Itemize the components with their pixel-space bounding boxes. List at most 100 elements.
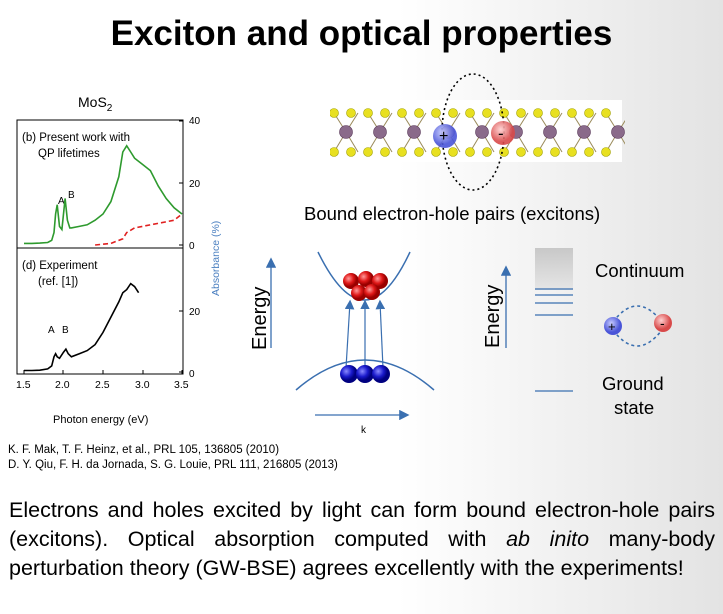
sulfur-atom [601, 108, 611, 118]
panel-d-label-2: (ref. [1]) [38, 276, 78, 288]
levels-electron [654, 314, 672, 332]
ytick-40: 40 [189, 116, 201, 127]
xtick-2-0: 2.0 [55, 379, 70, 391]
sulfur-atom [482, 108, 492, 118]
sulfur-atom [330, 147, 339, 157]
continuum-label: Continuum [595, 260, 684, 281]
sulfur-atom [533, 147, 543, 157]
xtick-1-5: 1.5 [16, 379, 31, 391]
sulfur-atom [499, 108, 509, 118]
sulfur-atom [499, 147, 509, 157]
ytick-0-bottom: 0 [189, 369, 195, 380]
electron-1 [343, 273, 359, 289]
series-line-panel1-2 [95, 213, 183, 246]
panel-b-label-2: QP lifetimes [38, 148, 100, 160]
sulfur-atom [431, 108, 441, 118]
sulfur-atom [516, 147, 526, 157]
xtick-3-5: 3.5 [174, 379, 189, 391]
sulfur-atom [482, 147, 492, 157]
plot-ylabel: Absorbance (%) [210, 221, 222, 296]
peak-b-label-bottom: B [62, 325, 69, 336]
ground-state-label-2: state [614, 397, 654, 418]
summary-paragraph: Electrons and holes excited by light can… [9, 496, 715, 583]
hole-2 [356, 365, 374, 383]
sulfur-atom [465, 147, 475, 157]
ytick-20-bottom: 20 [189, 307, 201, 318]
exciton-bond-top [612, 305, 663, 323]
sulfur-atom [380, 147, 390, 157]
hole-sign: + [439, 128, 448, 145]
levels-energy-label: Energy [482, 285, 504, 348]
transition-arrow-3 [375, 299, 386, 369]
peak-b-label-top: B [68, 190, 75, 201]
exciton-bond-bottom [612, 329, 663, 347]
lattice-atoms [330, 108, 625, 157]
sulfur-atom [448, 147, 458, 157]
ytick-20: 20 [189, 179, 201, 190]
sulfur-atom [550, 147, 560, 157]
panel-d-label: (d) Experiment [22, 260, 98, 272]
levels-hole-sign: + [608, 319, 616, 334]
hole-particle [433, 124, 457, 148]
references: K. F. Mak, T. F. Heinz, et al., PRL 105,… [8, 443, 338, 473]
reference-1: K. F. Mak, T. F. Heinz, et al., PRL 105,… [8, 444, 280, 456]
xtick-3-0: 3.0 [135, 379, 150, 391]
sulfur-atom [516, 108, 526, 118]
sulfur-atom [330, 108, 339, 118]
peak-a-label-bottom: A [48, 325, 55, 336]
molybdenum-atom [373, 125, 387, 139]
ytick-0: 0 [189, 241, 195, 252]
hole-3 [372, 365, 390, 383]
reference-2: D. Y. Qiu, F. H. da Jornada, S. G. Louie… [8, 459, 338, 471]
hole-1 [340, 365, 358, 383]
sulfur-atom [448, 108, 458, 118]
ground-state-label: Ground [602, 373, 664, 394]
transition-arrow-1 [344, 299, 355, 369]
sulfur-atom [414, 147, 424, 157]
peak-a-label-top: A [58, 196, 65, 207]
sulfur-atom [533, 108, 543, 118]
exciton-energy-levels: Energy Continuum Ground state + - [482, 248, 684, 418]
sulfur-atom [397, 108, 407, 118]
panel-b-label: (b) Present work with [22, 132, 130, 144]
sulfur-atom [414, 108, 424, 118]
summary-italic: ab inito [506, 527, 590, 551]
xtick-2-5: 2.5 [95, 379, 110, 391]
electron-particle [491, 121, 515, 145]
band-structure-diagram: Energy k [249, 251, 435, 436]
sulfur-atom [363, 108, 373, 118]
electron-4 [351, 285, 367, 301]
electron-2 [358, 271, 374, 287]
sulfur-atom [363, 147, 373, 157]
sulfur-atom [584, 108, 594, 118]
levels-hole [604, 317, 622, 335]
lattice-caption: Bound electron-hole pairs (excitons) [304, 203, 601, 224]
sulfur-atom [346, 147, 356, 157]
electron-5 [364, 284, 380, 300]
sulfur-atom [550, 108, 560, 118]
electron-sign: - [498, 124, 504, 143]
absorption-plot: MoS2 (b) Present work with QP lifetimes … [16, 94, 222, 426]
plot-xlabel: Photon energy (eV) [53, 414, 148, 426]
exciton-lattice-illustration: + - [330, 73, 625, 191]
plot-curves [24, 144, 183, 372]
band-energy-label: Energy [249, 287, 271, 350]
electron-3 [372, 273, 388, 289]
y-ticks: 40 20 0 20 0 [179, 116, 201, 380]
sulfur-atom [380, 108, 390, 118]
levels-electron-sign: - [660, 315, 665, 331]
molybdenum-atom [475, 125, 489, 139]
summary-part-1: Electrons and holes excited by light can… [9, 498, 715, 551]
sulfur-atom [601, 147, 611, 157]
series-line-panel2-1 [24, 282, 140, 372]
molybdenum-atom [577, 125, 591, 139]
molybdenum-atom [407, 125, 421, 139]
sulfur-atom [431, 147, 441, 157]
continuum-block [535, 248, 573, 290]
molybdenum-atom [543, 125, 557, 139]
sulfur-atom [397, 147, 407, 157]
molybdenum-atom [611, 125, 625, 139]
plot-material-label: MoS2 [78, 94, 113, 114]
molybdenum-atom [339, 125, 353, 139]
k-label: k [361, 425, 367, 436]
